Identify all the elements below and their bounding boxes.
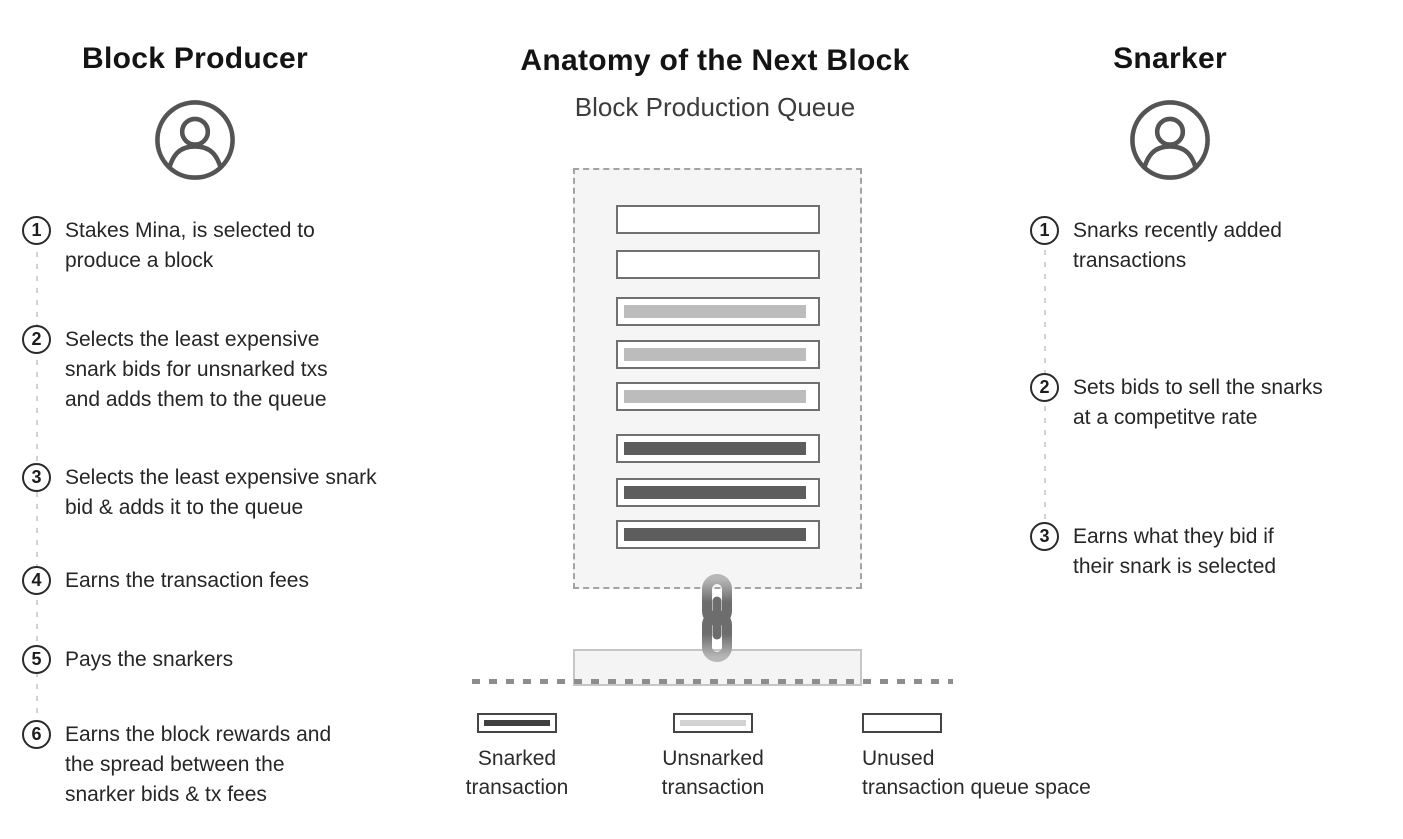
queue-slot-unsnarked <box>616 340 820 369</box>
snarked-swatch-bar <box>484 720 550 726</box>
snarker-step: 1 Snarks recently added transactions <box>1030 216 1365 276</box>
unsnarked-swatch-bar <box>680 720 746 726</box>
step-number-badge: 4 <box>22 566 51 595</box>
step-number-badge: 2 <box>22 325 51 354</box>
snarked-transaction-bar <box>624 486 806 499</box>
producer-step: 1 Stakes Mina, is selected to produce a b… <box>22 216 412 276</box>
snarker-step: 2 Sets bids to sell the snarks at a compe… <box>1030 373 1365 433</box>
legend-item-unsnarked: Unsnarked transaction <box>653 713 773 802</box>
queue-slot-unused <box>616 250 820 279</box>
step-text: Selects the least expensive snark bid & … <box>65 466 377 519</box>
legend-item-unused: Unused transaction queue space <box>862 713 1162 802</box>
step-number-badge: 1 <box>22 216 51 245</box>
legend-item-snarked: Snarked transaction <box>457 713 577 802</box>
queue-slot-unsnarked <box>616 382 820 411</box>
diagram-subtitle: Block Production Queue <box>574 92 856 122</box>
queue-slot-snarked <box>616 520 820 549</box>
step-number-badge: 3 <box>22 463 51 492</box>
queue-slot-unused <box>616 205 820 234</box>
snarked-transaction-bar <box>624 528 806 541</box>
step-number-badge: 5 <box>22 645 51 674</box>
unsnarked-swatch <box>673 713 753 733</box>
queue-slot-snarked <box>616 478 820 507</box>
snarker-title: Snarker <box>1113 42 1227 75</box>
step-text: Earns what they bid if their snark is se… <box>1073 525 1277 578</box>
legend-label: Unsnarked transaction <box>661 747 765 799</box>
chain-baseline-dashed-line <box>472 679 953 684</box>
person-icon <box>1130 100 1210 180</box>
producer-step: 6 Earns the block rewards and the spread … <box>22 720 412 810</box>
legend-label: Unused transaction queue space <box>862 747 1091 799</box>
snarker-step: 3 Earns what they bid if their snark is s… <box>1030 522 1365 582</box>
step-text: Pays the snarkers <box>65 648 234 671</box>
step-number-badge: 3 <box>1030 522 1059 551</box>
step-text: Earns the block rewards and the spread b… <box>65 723 332 806</box>
step-text: Snarks recently added transactions <box>1073 219 1282 272</box>
step-number-badge: 2 <box>1030 373 1059 402</box>
step-text: Earns the transaction fees <box>65 569 309 592</box>
unused-swatch <box>862 713 942 733</box>
diagram-title: Anatomy of the Next Block <box>520 44 910 77</box>
step-number-badge: 1 <box>1030 216 1059 245</box>
producer-step: 4 Earns the transaction fees <box>22 566 412 596</box>
unsnarked-transaction-bar <box>624 390 806 403</box>
queue-slot-unsnarked <box>616 297 820 326</box>
snarked-swatch <box>477 713 557 733</box>
unsnarked-transaction-bar <box>624 348 806 361</box>
step-text: Stakes Mina, is selected to produce a bl… <box>65 219 315 272</box>
unsnarked-transaction-bar <box>624 305 806 318</box>
producer-step: 2 Selects the least expensive snark bids … <box>22 325 412 415</box>
queue-slot-snarked <box>616 434 820 463</box>
person-icon <box>155 100 235 180</box>
step-number-badge: 6 <box>22 720 51 749</box>
producer-step: 5 Pays the snarkers <box>22 645 412 675</box>
chain-link-icon <box>702 574 732 662</box>
snarked-transaction-bar <box>624 442 806 455</box>
producer-title: Block Producer <box>82 42 308 75</box>
producer-step: 3 Selects the least expensive snark bid &… <box>22 463 412 523</box>
legend-label: Snarked transaction <box>465 747 569 799</box>
block-production-queue-box <box>573 168 862 589</box>
step-text: Sets bids to sell the snarks at a compet… <box>1073 376 1323 429</box>
step-text: Selects the least expensive snark bids f… <box>65 328 328 411</box>
